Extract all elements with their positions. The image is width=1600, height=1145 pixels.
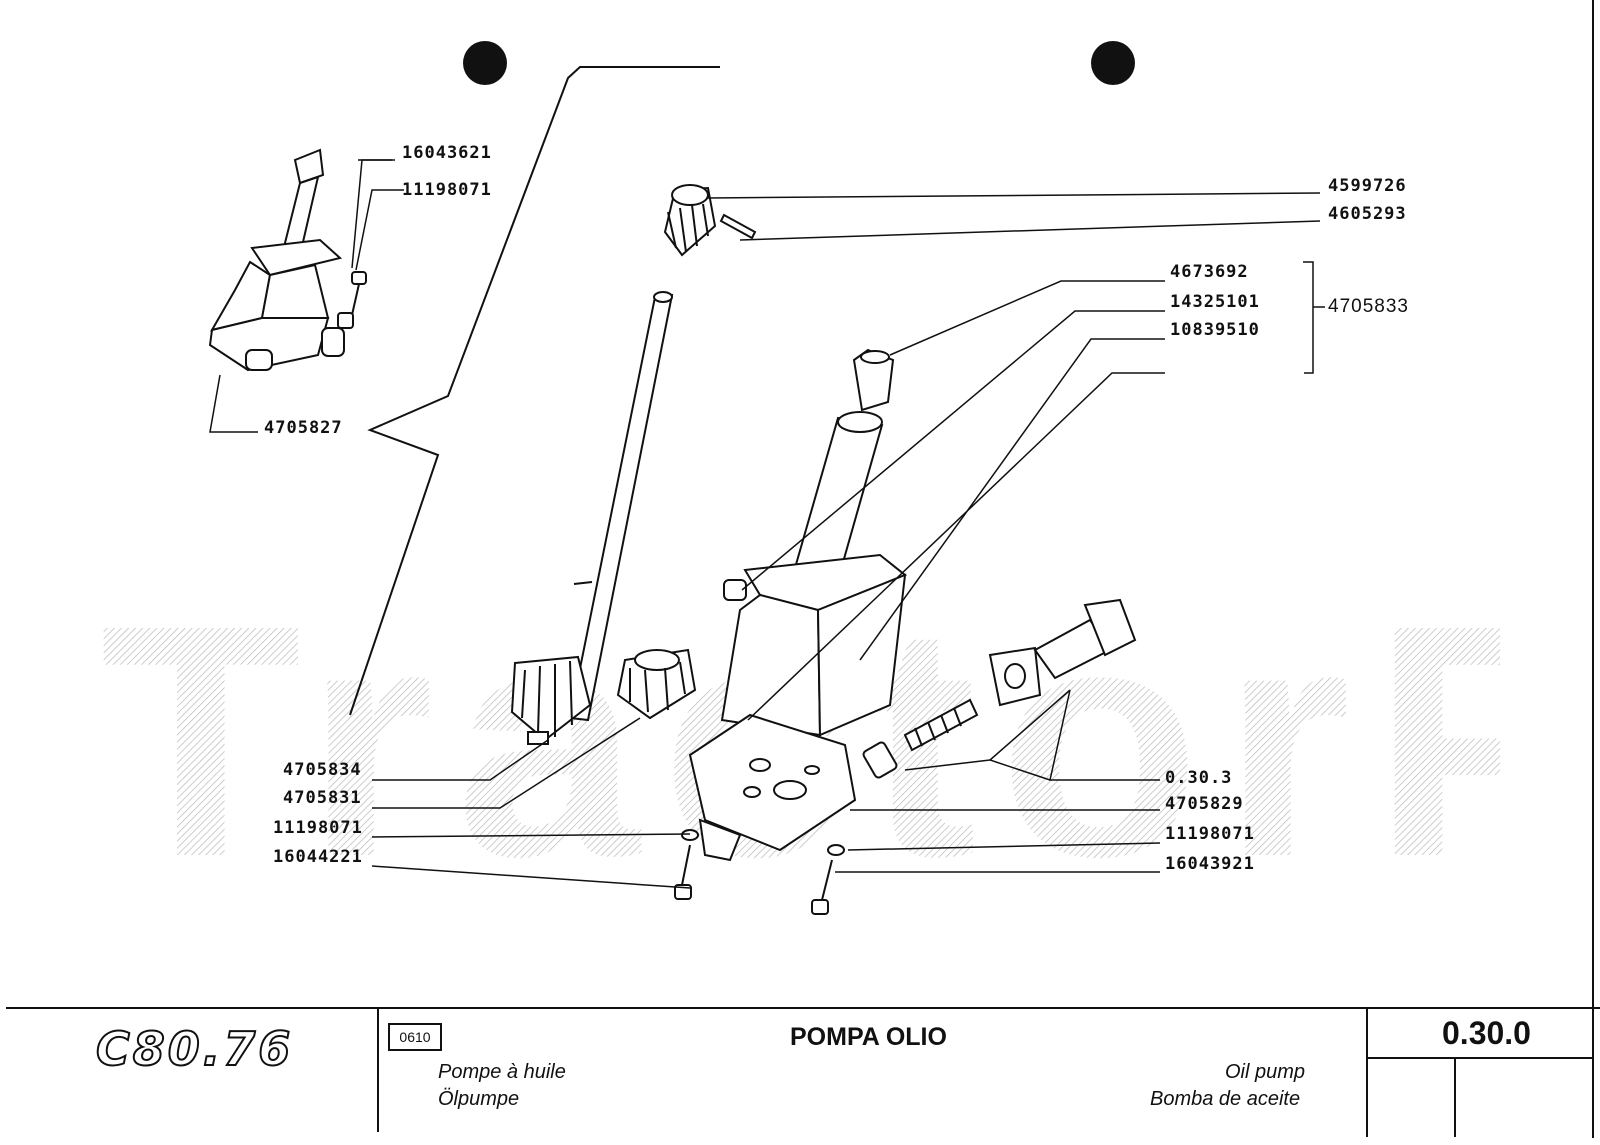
exploded-diagram xyxy=(208,41,1325,915)
sheet-right-border xyxy=(1592,0,1594,1138)
part-label-11198071-left: 11198071 xyxy=(273,818,363,838)
title-block-divider xyxy=(1366,1057,1592,1059)
part-label-10839510: 10839510 xyxy=(1170,320,1260,340)
detail-bracket-line xyxy=(349,66,720,716)
title-english: Oil pump xyxy=(1225,1061,1306,1083)
drive-gear xyxy=(663,184,757,257)
registration-marks xyxy=(463,41,1135,85)
model-logo: C80.76 xyxy=(95,1021,294,1077)
driven-gear xyxy=(616,648,697,720)
title-german: Ölpumpe xyxy=(438,1088,520,1110)
part-label-4705831: 4705831 xyxy=(283,788,362,808)
title-block-divider xyxy=(1454,1057,1456,1137)
pump-body xyxy=(688,348,907,862)
part-label-16043921: 16043921 xyxy=(1165,854,1255,874)
title-french: Pompe à huile xyxy=(438,1061,566,1083)
part-label-14325101: 14325101 xyxy=(1170,292,1260,312)
drive-shaft xyxy=(510,291,674,745)
part-label-4705829: 4705829 xyxy=(1165,794,1244,814)
table-number: 0.30.0 xyxy=(1442,1015,1531,1051)
relief-valve-parts xyxy=(862,598,1137,779)
part-label-4705827: 4705827 xyxy=(264,418,343,438)
part-label-4605293: 4605293 xyxy=(1328,204,1407,224)
title-spanish: Bomba de aceite xyxy=(1150,1088,1301,1110)
pump-assembly-inset xyxy=(208,148,367,372)
title-block-border xyxy=(6,1007,1600,1009)
part-label-0-30-3: 0.30.3 xyxy=(1165,768,1233,788)
part-label-4705833: 4705833 xyxy=(1328,296,1409,317)
part-label-4705834: 4705834 xyxy=(283,760,362,780)
part-label-4599726: 4599726 xyxy=(1328,176,1407,196)
part-label-16044221: 16044221 xyxy=(273,847,363,867)
leader-lines xyxy=(209,159,1325,889)
part-label-4673692: 4673692 xyxy=(1170,262,1249,282)
part-label-11198071-top: 11198071 xyxy=(402,180,492,200)
part-label-16043621: 16043621 xyxy=(402,143,492,163)
page-title: POMPA OLIO xyxy=(790,1023,947,1051)
part-label-11198071-right: 11198071 xyxy=(1165,824,1255,844)
title-block-divider xyxy=(1366,1007,1368,1137)
title-block-divider xyxy=(377,1007,379,1132)
code-box: 0610 xyxy=(388,1023,442,1051)
